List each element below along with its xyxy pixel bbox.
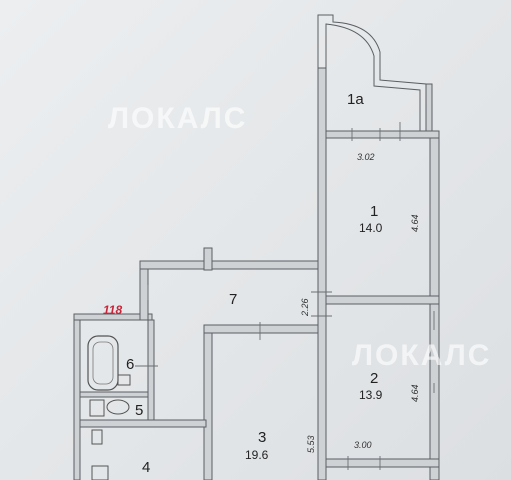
room-label-7: 7 [229,291,237,308]
wall-1-2 [325,295,440,305]
kitchen-sink-icon [91,429,103,445]
room-area-1: 14.0 [359,221,383,235]
door-marks [135,122,435,470]
wall-7-bottom [203,324,319,334]
room-label-2: 2 [370,370,378,387]
dim-room1-depth: 4.64 [410,214,420,232]
room-area-3: 19.6 [245,448,269,462]
wall-bath-right [147,319,155,421]
toilet-icon [89,399,130,417]
dim-room2-width: 3.00 [354,440,372,450]
room-label-3: 3 [258,429,266,446]
wall-7-top [139,260,319,270]
room-label-5: 5 [135,402,143,419]
wall-2-bottom [325,458,440,468]
dim-room3-depth: 5.53 [306,435,316,453]
dim-room2-depth: 4.64 [410,384,420,402]
dim-room1-width: 3.02 [357,152,375,162]
room-area-2: 13.9 [359,388,383,402]
watermark-top: ЛОКАЛС [108,102,247,135]
wall-column-left [317,67,327,480]
watermark-right: ЛОКАЛС [352,339,491,372]
room-label-1: 1 [370,203,378,220]
flat-number: 118 [103,303,122,317]
room-label-4: 4 [142,459,150,476]
sink-icon [117,374,131,386]
wall-left-outer [73,319,81,480]
wall-1a-1 [325,130,440,139]
bathtub-icon [87,335,119,391]
stove-icon [91,465,109,480]
balcony-outline [317,14,427,131]
room-label-1a: 1а [347,91,364,108]
wall-right-outer [429,135,440,480]
dim-room7-width: 2.26 [300,298,310,317]
wall-3-left [203,332,213,480]
room-label-6: 6 [126,356,134,373]
